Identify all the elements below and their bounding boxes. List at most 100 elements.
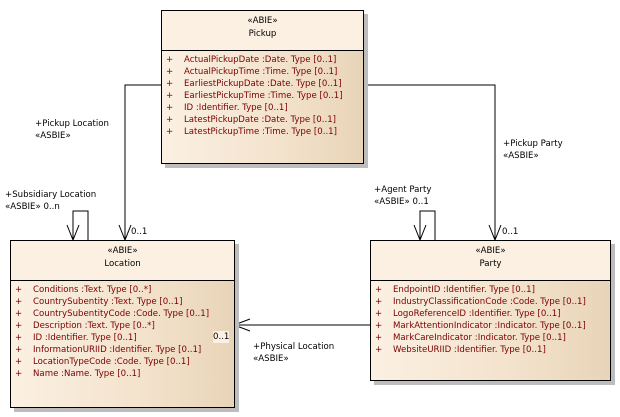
attribute-text: ActualPickupDate :Date. Type [0..1] xyxy=(184,55,337,65)
pickup-location-multiplicity: 0..1 xyxy=(131,227,148,237)
visibility-public: + xyxy=(15,333,23,343)
attribute-text: ID :Identifier. Type [0..1] xyxy=(184,103,288,113)
attribute-text: MarkCareIndicator :Indicator. Type [0..1… xyxy=(393,333,566,343)
class-stereotype: «ABIE» xyxy=(475,246,506,256)
role-name: +Pickup Location xyxy=(35,119,109,129)
physical-location-multiplicity: 0..1 xyxy=(213,331,230,343)
role-stereotype: «ASBIE» 0..1 xyxy=(374,197,429,207)
pickup-party-label: +Pickup Party «ASBIE» xyxy=(503,138,563,162)
agent-party-label: +Agent Party «ASBIE» 0..1 xyxy=(374,184,431,208)
visibility-public: + xyxy=(375,297,383,307)
attribute-text: CountrySubentityCode :Code. Type [0..1] xyxy=(33,309,210,319)
visibility-public: + xyxy=(166,115,174,125)
class-location[interactable]: «ABIE» Location + Conditions :Text. Type … xyxy=(10,240,235,408)
attribute-text: LatestPickupTime :Time. Type [0..1] xyxy=(184,127,338,137)
attribute-list: + Conditions :Text. Type [0..*] + CountryS… xyxy=(11,281,234,380)
visibility-public: + xyxy=(15,369,23,379)
attribute-row[interactable]: + LatestPickupTime :Time. Type [0..1] xyxy=(162,126,363,138)
attribute-row[interactable]: + Name :Name. Type [0..1] xyxy=(11,368,234,380)
attribute-row[interactable]: + LatestPickupDate :Date. Type [0..1] xyxy=(162,114,363,126)
subsidiary-location-label: +Subsidiary Location «ASBIE» 0..n xyxy=(5,189,96,213)
role-stereotype: «ASBIE» xyxy=(35,131,71,141)
attribute-text: LogoReferenceID :Identifier. Type [0..1] xyxy=(393,309,561,319)
attribute-text: EndpointID :Identifier. Type [0..1] xyxy=(393,285,535,295)
attribute-list: + ActualPickupDate :Date. Type [0..1] + Ac… xyxy=(162,51,363,138)
class-header: «ABIE» Party xyxy=(371,241,610,281)
subsidiary-location-line[interactable] xyxy=(72,210,89,240)
pickup-location-line[interactable] xyxy=(124,84,161,240)
attribute-text: EarliestPickupTime :Time. Type [0..1] xyxy=(184,91,343,101)
pickup-location-label: +Pickup Location «ASBIE» xyxy=(35,118,109,142)
attribute-row[interactable]: + ID :Identifier. Type [0..1] xyxy=(11,332,234,344)
attribute-row[interactable]: + EndpointID :Identifier. Type [0..1] xyxy=(371,284,610,296)
visibility-public: + xyxy=(166,91,174,101)
attribute-row[interactable]: + Conditions :Text. Type [0..*] xyxy=(11,284,234,296)
pickup-party-line[interactable] xyxy=(363,84,496,240)
attribute-row[interactable]: + CountrySubentityCode :Code. Type [0..1] xyxy=(11,308,234,320)
attribute-row[interactable]: + WebsiteURIID :Identifier. Type [0..1] xyxy=(371,344,610,356)
attribute-row[interactable]: + CountrySubentity :Text. Type [0..1] xyxy=(11,296,234,308)
attribute-row[interactable]: + MarkAttentionIndicator :Indicator. Type… xyxy=(371,320,610,332)
visibility-public: + xyxy=(166,103,174,113)
attribute-row[interactable]: + EarliestPickupDate :Date. Type [0..1] xyxy=(162,78,363,90)
attribute-row[interactable]: + Description :Text. Type [0..*] xyxy=(11,320,234,332)
visibility-public: + xyxy=(375,309,383,319)
visibility-public: + xyxy=(375,321,383,331)
class-header: «ABIE» Pickup xyxy=(162,11,363,51)
role-name: +Subsidiary Location xyxy=(5,190,97,200)
visibility-public: + xyxy=(166,55,174,65)
visibility-public: + xyxy=(166,79,174,89)
attribute-text: IndustryClassificationCode :Code. Type [… xyxy=(393,297,586,307)
attribute-text: CountrySubentity :Text. Type [0..1] xyxy=(33,297,183,307)
class-header: «ABIE» Location xyxy=(11,241,234,281)
physical-location-label: +Physical Location «ASBIE» xyxy=(253,341,334,365)
attribute-row[interactable]: + ID :Identifier. Type [0..1] xyxy=(162,102,363,114)
attribute-text: InformationURIID :Identifier. Type [0..1… xyxy=(33,345,202,355)
visibility-public: + xyxy=(15,285,23,295)
attribute-text: LatestPickupDate :Date. Type [0..1] xyxy=(184,115,337,125)
attribute-text: MarkAttentionIndicator :Indicator. Type … xyxy=(393,321,586,331)
class-stereotype: «ABIE» xyxy=(247,16,278,26)
attribute-text: LocationTypeCode :Code. Type [0..1] xyxy=(33,357,190,367)
role-name: +Physical Location xyxy=(253,342,335,352)
visibility-public: + xyxy=(15,357,23,367)
role-stereotype: «ASBIE» 0..n xyxy=(5,202,60,212)
attribute-row[interactable]: + LocationTypeCode :Code. Type [0..1] xyxy=(11,356,234,368)
attribute-row[interactable]: + LogoReferenceID :Identifier. Type [0..1… xyxy=(371,308,610,320)
visibility-public: + xyxy=(375,345,383,355)
visibility-public: + xyxy=(375,333,383,343)
class-pickup[interactable]: «ABIE» Pickup + ActualPickupDate :Date. T… xyxy=(161,10,364,164)
attribute-text: WebsiteURIID :Identifier. Type [0..1] xyxy=(393,345,546,355)
class-name: Party xyxy=(479,259,502,269)
visibility-public: + xyxy=(15,297,23,307)
attribute-row[interactable]: + MarkCareIndicator :Indicator. Type [0..… xyxy=(371,332,610,344)
class-party[interactable]: «ABIE» Party + EndpointID :Identifier. Ty… xyxy=(370,240,611,381)
attribute-text: Conditions :Text. Type [0..*] xyxy=(33,285,152,295)
attribute-text: Description :Text. Type [0..*] xyxy=(33,321,155,331)
attribute-row[interactable]: + IndustryClassificationCode :Code. Type … xyxy=(371,296,610,308)
class-name: Location xyxy=(104,259,141,269)
visibility-public: + xyxy=(15,345,23,355)
attribute-text: ID :Identifier. Type [0..1] xyxy=(33,333,137,343)
class-name: Pickup xyxy=(248,29,277,39)
attribute-row[interactable]: + EarliestPickupTime :Time. Type [0..1] xyxy=(162,90,363,102)
pickup-party-multiplicity: 0..1 xyxy=(502,227,519,237)
visibility-public: + xyxy=(375,285,383,295)
agent-party-line[interactable] xyxy=(419,210,436,240)
visibility-public: + xyxy=(15,309,23,319)
attribute-text: EarliestPickupDate :Date. Type [0..1] xyxy=(184,79,342,89)
attribute-list: + EndpointID :Identifier. Type [0..1] + In… xyxy=(371,281,610,356)
attribute-text: ActualPickupTime :Time. Type [0..1] xyxy=(184,67,338,77)
role-name: +Pickup Party xyxy=(503,139,563,149)
attribute-row[interactable]: + ActualPickupDate :Date. Type [0..1] xyxy=(162,54,363,66)
visibility-public: + xyxy=(166,127,174,137)
attribute-row[interactable]: + InformationURIID :Identifier. Type [0..… xyxy=(11,344,234,356)
visibility-public: + xyxy=(166,67,174,77)
attribute-text: Name :Name. Type [0..1] xyxy=(33,369,141,379)
attribute-row[interactable]: + ActualPickupTime :Time. Type [0..1] xyxy=(162,66,363,78)
role-stereotype: «ASBIE» xyxy=(503,151,539,161)
visibility-public: + xyxy=(15,321,23,331)
role-stereotype: «ASBIE» xyxy=(253,354,289,364)
role-name: +Agent Party xyxy=(374,185,432,195)
class-stereotype: «ABIE» xyxy=(107,246,138,256)
